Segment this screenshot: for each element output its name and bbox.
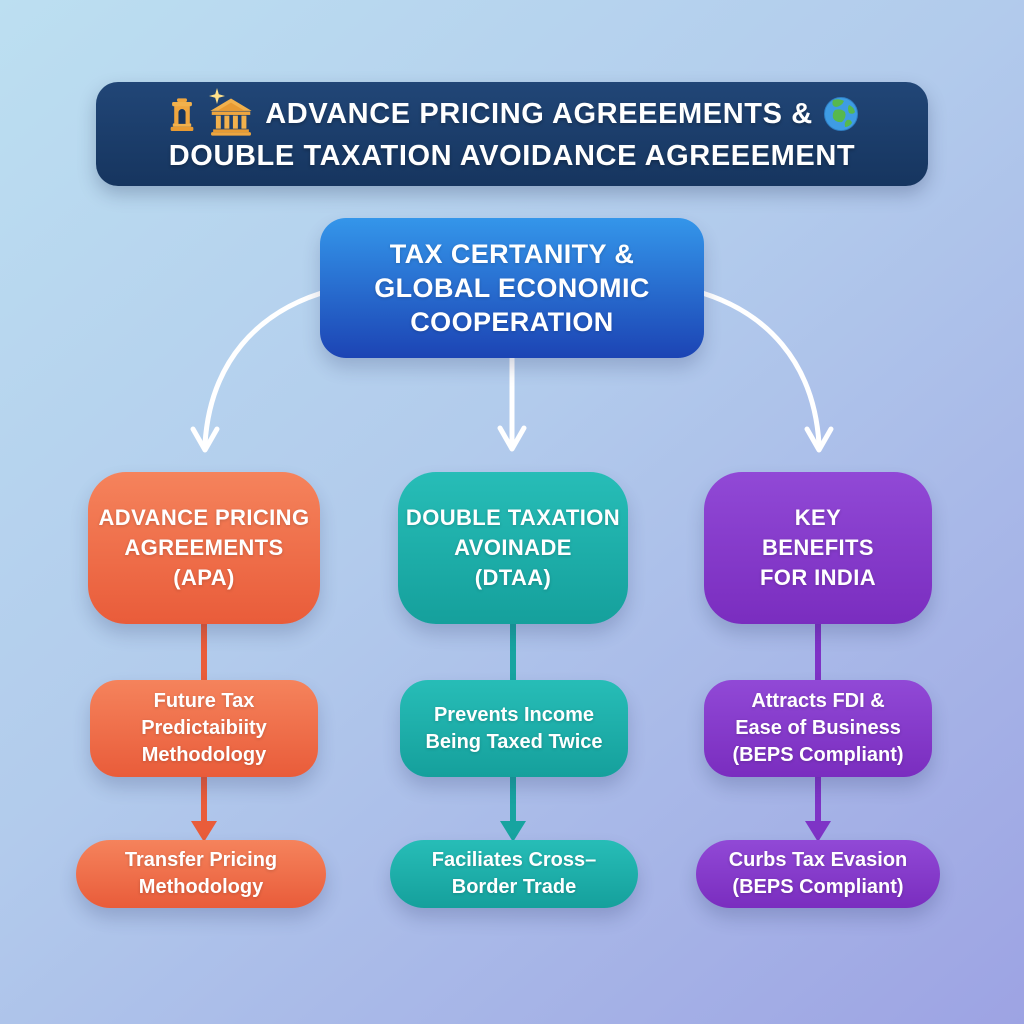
node-dtaa-header: DOUBLE TAXATION AVOINADE (DTAA) (398, 472, 628, 624)
apa-header-label: ADVANCE PRICING AGREEMENTS (APA) (98, 505, 310, 590)
arrowhead-down-icon (500, 821, 526, 842)
node-transfer-pricing-methodology: Transfer Pricing Methodology (76, 840, 326, 908)
node-prevents-double-taxation: Prevents Income Being Taxed Twice (400, 680, 628, 777)
node-cross-border-trade: Faciliates Cross– Border Trade (390, 840, 638, 908)
curved-arrow-left (202, 287, 335, 447)
dtaa-child2-label: Faciliates Cross– Border Trade (431, 849, 597, 898)
header-title-line2: DOUBLE TAXATION AVOIDANCE AGREEEMENT (168, 140, 856, 172)
arrowhead-down-icon (191, 821, 217, 842)
node-attracts-fdi: Attracts FDI & Ease of Business (BEPS Co… (704, 680, 932, 777)
dtaa-header-label: DOUBLE TAXATION AVOINADE (DTAA) (405, 505, 621, 590)
key-benefits-child1-label: Attracts FDI & Ease of Business (BEPS Co… (732, 690, 904, 766)
bank-icon-wrap (209, 88, 255, 136)
dtaa-child1-label: Prevents Income Being Taxed Twice (425, 703, 603, 753)
arrowhead-middle-icon (497, 425, 527, 452)
node-tax-certainty-root: TAX CERTANITY & GLOBAL ECONOMIC COOPERAT… (320, 218, 704, 358)
arrowhead-down-icon (805, 821, 831, 842)
key-benefits-header-label: KEY BENEFITS FOR INDIA (759, 505, 877, 590)
arrowhead-right-icon (804, 426, 834, 453)
apa-child2-label: Transfer Pricing Methodology (124, 849, 278, 898)
node-future-tax-predictability: Future Tax Predictaibiity Methodology (90, 680, 318, 777)
root-node-label: TAX CERTANITY & GLOBAL ECONOMIC COOPERAT… (374, 239, 650, 337)
sparkle-icon (209, 88, 226, 104)
node-key-benefits-header: KEY BENEFITS FOR INDIA (704, 472, 932, 624)
curved-arrow-right (689, 287, 822, 447)
header-title-line1: ADVANCE PRICING AGREEEMENTS & (165, 88, 859, 136)
monument-icon (170, 98, 194, 131)
header-banner: ADVANCE PRICING AGREEEMENTS & DOUBLE TAX… (96, 82, 928, 186)
bank-icon (210, 98, 252, 136)
node-curbs-tax-evasion: Curbs Tax Evasion (BEPS Compliant) (696, 840, 940, 908)
header-title-line1-text: ADVANCE PRICING AGREEEMENTS & (265, 98, 813, 130)
key-benefits-child2-label: Curbs Tax Evasion (BEPS Compliant) (728, 849, 908, 898)
node-apa-header: ADVANCE PRICING AGREEMENTS (APA) (88, 472, 320, 624)
apa-child1-label: Future Tax Predictaibiity Methodology (141, 690, 267, 766)
globe-icon (823, 97, 858, 131)
arrowhead-left-icon (190, 426, 220, 453)
